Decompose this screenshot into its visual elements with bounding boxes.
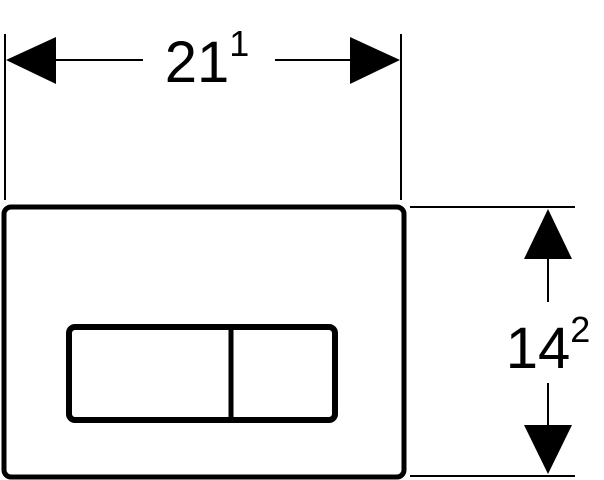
flush-button-outline <box>66 324 338 423</box>
height-label-main: 14 <box>506 316 571 381</box>
height-label-superscript: 2 <box>570 309 590 350</box>
width-arrow-right <box>350 37 400 84</box>
width-label-main: 21 <box>165 30 230 95</box>
plate-outline <box>1 204 407 480</box>
width-label-superscript: 1 <box>229 23 249 64</box>
width-label: 211 <box>165 23 250 95</box>
height-label: 142 <box>506 309 591 381</box>
width-arrow-left <box>6 37 56 84</box>
height-arrow-top <box>524 209 572 259</box>
height-arrow-bottom <box>524 425 572 474</box>
